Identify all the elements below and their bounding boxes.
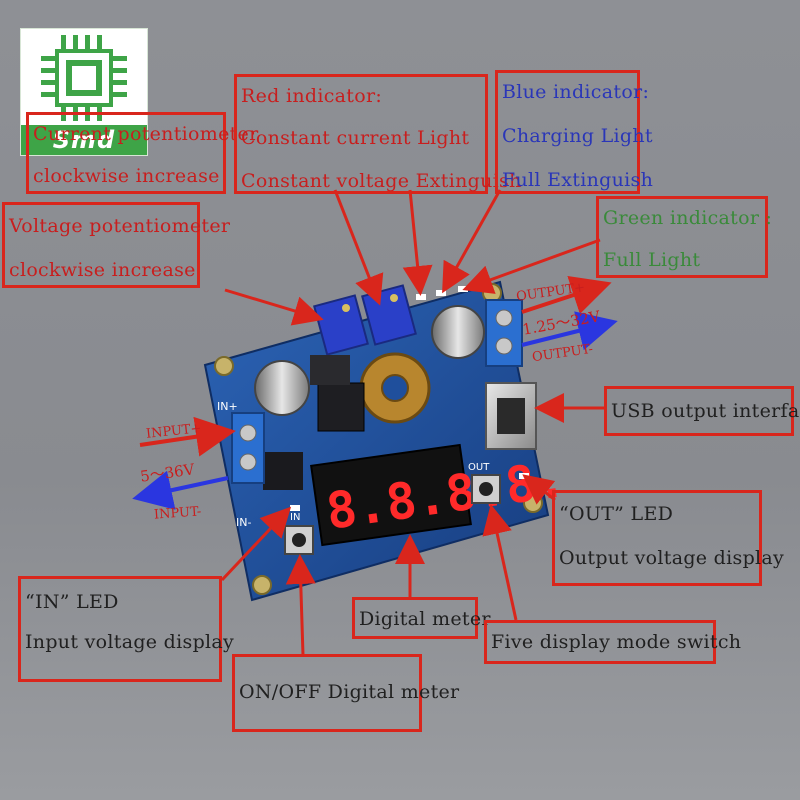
callout-text: USB output interface bbox=[611, 400, 800, 422]
input-terminal bbox=[231, 412, 265, 484]
logo-wordmark: Smd bbox=[21, 125, 147, 155]
callout-text: Current potentiometer bbox=[33, 123, 259, 145]
power-ic bbox=[317, 382, 365, 432]
callout-text: ON/OFF Digital meter bbox=[239, 681, 460, 703]
callout-voltage-potentiometer: Voltage potentiometer clockwise increase bbox=[2, 202, 230, 288]
callout-text: Output voltage display bbox=[559, 547, 785, 569]
callout-text: Digital meter bbox=[359, 608, 491, 630]
callout-out-led: “OUT” LED Output voltage display bbox=[552, 490, 784, 586]
callout-text: clockwise increase bbox=[9, 259, 196, 281]
callout-red-indicator: Red indicator: Constant current Light Co… bbox=[234, 74, 521, 194]
callout-text: Input voltage display bbox=[25, 631, 235, 653]
in-led bbox=[290, 505, 300, 511]
mount-hole bbox=[214, 356, 234, 376]
callout-text: Full Light bbox=[603, 249, 701, 271]
callout-text: Red indicator: bbox=[241, 85, 383, 107]
callout-text: Full Extinguish bbox=[502, 169, 654, 191]
callout-digital-meter: Digital meter bbox=[352, 597, 490, 639]
callout-text: Blue indicator: bbox=[502, 81, 650, 103]
smd-logo: Smd bbox=[20, 28, 148, 156]
callout-usb-output: USB output interface bbox=[604, 386, 800, 436]
callout-current-potentiometer: Current potentiometer clockwise increase bbox=[26, 112, 258, 194]
board-label-in-minus: IN- bbox=[236, 516, 251, 529]
callout-text: Voltage potentiometer bbox=[9, 215, 231, 237]
red-led bbox=[416, 294, 426, 300]
capacitor bbox=[254, 360, 310, 416]
out-button bbox=[471, 474, 501, 504]
mount-hole bbox=[252, 575, 272, 595]
callout-in-led: “IN” LED Input voltage display bbox=[18, 576, 234, 682]
callout-text: clockwise increase bbox=[33, 165, 220, 187]
blue-led bbox=[436, 290, 446, 296]
callout-text: “OUT” LED bbox=[559, 503, 674, 525]
callout-on-off: ON/OFF Digital meter bbox=[232, 654, 459, 732]
callout-blue-indicator: Blue indicator: Charging Light Full Exti… bbox=[495, 70, 653, 194]
callout-text: “IN” LED bbox=[25, 591, 119, 613]
current-potentiometer bbox=[313, 294, 369, 356]
green-led bbox=[458, 286, 468, 292]
board-label-in: IN bbox=[290, 512, 300, 523]
capacitor bbox=[431, 305, 485, 359]
callout-text: Charging Light bbox=[502, 125, 653, 147]
callout-mode-switch: Five display mode switch bbox=[484, 620, 741, 664]
callout-text: Constant voltage Extinguish bbox=[241, 170, 522, 192]
diode bbox=[310, 355, 350, 385]
mosfet bbox=[263, 452, 303, 490]
board-label-in-plus: IN+ bbox=[217, 400, 238, 413]
callout-text: Green indicator : bbox=[603, 207, 773, 229]
callout-text: Constant current Light bbox=[241, 127, 470, 149]
board-label-out: OUT bbox=[468, 462, 490, 473]
callout-green-indicator: Green indicator : Full Light bbox=[596, 196, 772, 278]
chip-icon bbox=[41, 35, 127, 121]
callout-text: Five display mode switch bbox=[491, 631, 742, 653]
